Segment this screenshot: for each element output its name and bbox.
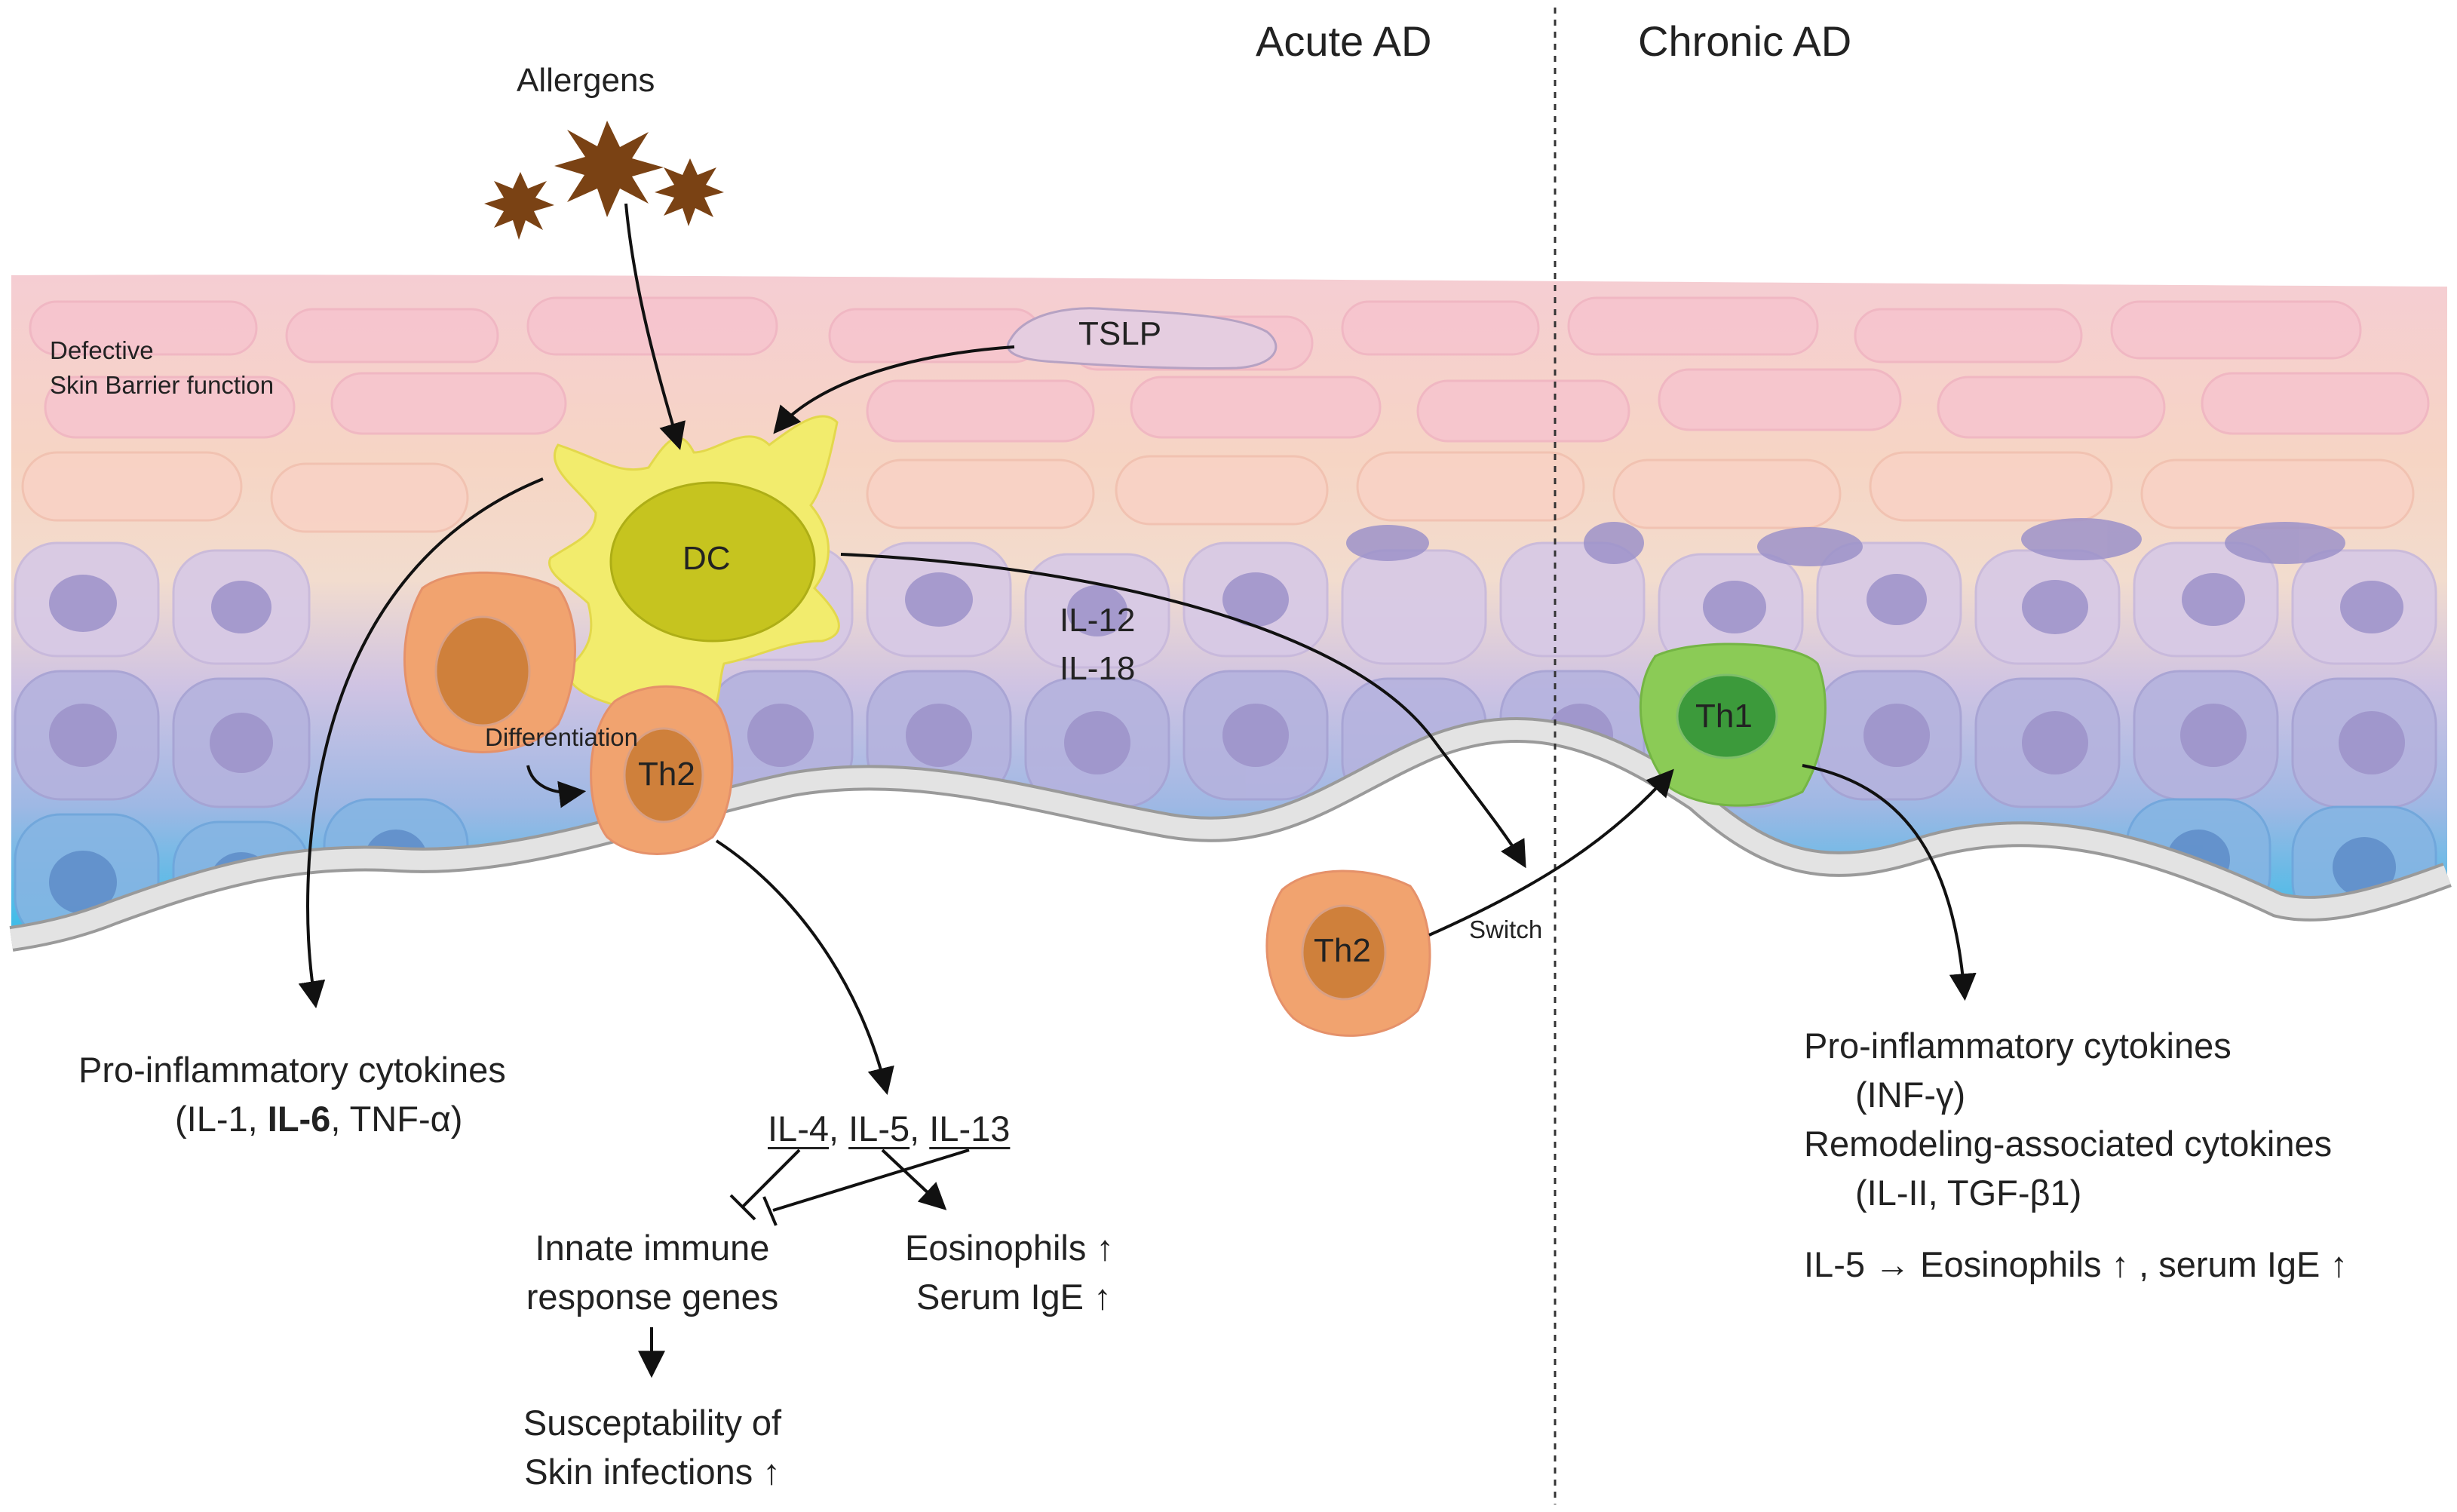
chronic-il5-effect: IL-5 → Eosinophils ↑ , serum IgE ↑ — [1804, 1244, 2348, 1284]
eosinophils-label: Eosinophils ↑ — [905, 1228, 1114, 1268]
arrow-dc-to-switch — [840, 553, 1526, 869]
switch-label: Switch — [1469, 915, 1543, 943]
susceptibility-line1: Susceptability of — [523, 1403, 782, 1443]
innate-line1: Innate immune — [535, 1228, 770, 1268]
arrow-switch-th2-to-th1 — [1428, 768, 1674, 937]
remodeling-list: (IL-II, TGF-β1) — [1855, 1173, 2082, 1213]
acute-ad-header: Acute AD — [1256, 17, 1432, 65]
inhibition-lines — [729, 1149, 970, 1226]
serum-ige-label: Serum IgE ↑ — [916, 1277, 1112, 1317]
arrow-dc-to-left-cytokines — [298, 477, 544, 1009]
th2-cell-lower — [1265, 869, 1431, 1037]
left-cytokines-list: (IL-1, IL-6, TNF-α) — [175, 1099, 463, 1139]
th2-cell-behind — [403, 571, 576, 753]
basement-membrane — [10, 719, 2451, 949]
th2-cytokines: IL-4, IL-5, IL-13 — [768, 1109, 1011, 1149]
il4-label: IL-4 — [768, 1109, 829, 1149]
remodeling-title: Remodeling-associated cytokines — [1804, 1124, 2333, 1164]
th1-cell — [1639, 643, 1827, 807]
allergen-icons — [484, 121, 724, 240]
th2-cell-upper — [590, 685, 734, 855]
arrow-th1-to-chronic-cytokines — [1802, 764, 1977, 1001]
il12-label: IL-12 — [1060, 602, 1136, 639]
chronic-cytokines-title: Pro-inflammatory cytokines — [1804, 1026, 2232, 1066]
barrier-label-line2: Skin Barrier function — [50, 371, 275, 399]
arrow-il5-to-eos — [881, 1149, 947, 1210]
arrow-th2-to-cytokines — [715, 839, 894, 1095]
th1-label: Th1 — [1695, 698, 1753, 735]
il13-label: IL-13 — [929, 1109, 1011, 1149]
susceptibility-line2: Skin infections ↑ — [524, 1452, 781, 1492]
arrow-differentiation — [526, 765, 587, 808]
th2-upper-label: Th2 — [638, 756, 695, 793]
dc-label: DC — [682, 540, 731, 577]
chronic-cytokines-list: (INF-γ) — [1855, 1075, 1966, 1115]
il5-label: IL-5 — [848, 1109, 910, 1149]
tslp-label: TSLP — [1078, 315, 1162, 352]
allergens-label: Allergens — [517, 62, 655, 99]
tslp-molecule — [1007, 307, 1278, 370]
chronic-ad-header: Chronic AD — [1638, 17, 1852, 65]
dendritic-cell — [548, 415, 840, 725]
il6-bold: IL-6 — [267, 1099, 331, 1139]
skin-layers — [9, 274, 2452, 952]
arrow-allergens-to-dc — [624, 203, 686, 450]
arrow-tslp-to-dc — [773, 345, 1015, 434]
left-cytokines-title: Pro-inflammatory cytokines — [78, 1050, 506, 1090]
innate-line2: response genes — [526, 1277, 779, 1317]
differentiation-label: Differentiation — [485, 723, 639, 751]
th2-lower-label: Th2 — [1314, 932, 1371, 969]
il18-label: IL-18 — [1060, 650, 1136, 687]
barrier-label-line1: Defective — [50, 336, 154, 364]
